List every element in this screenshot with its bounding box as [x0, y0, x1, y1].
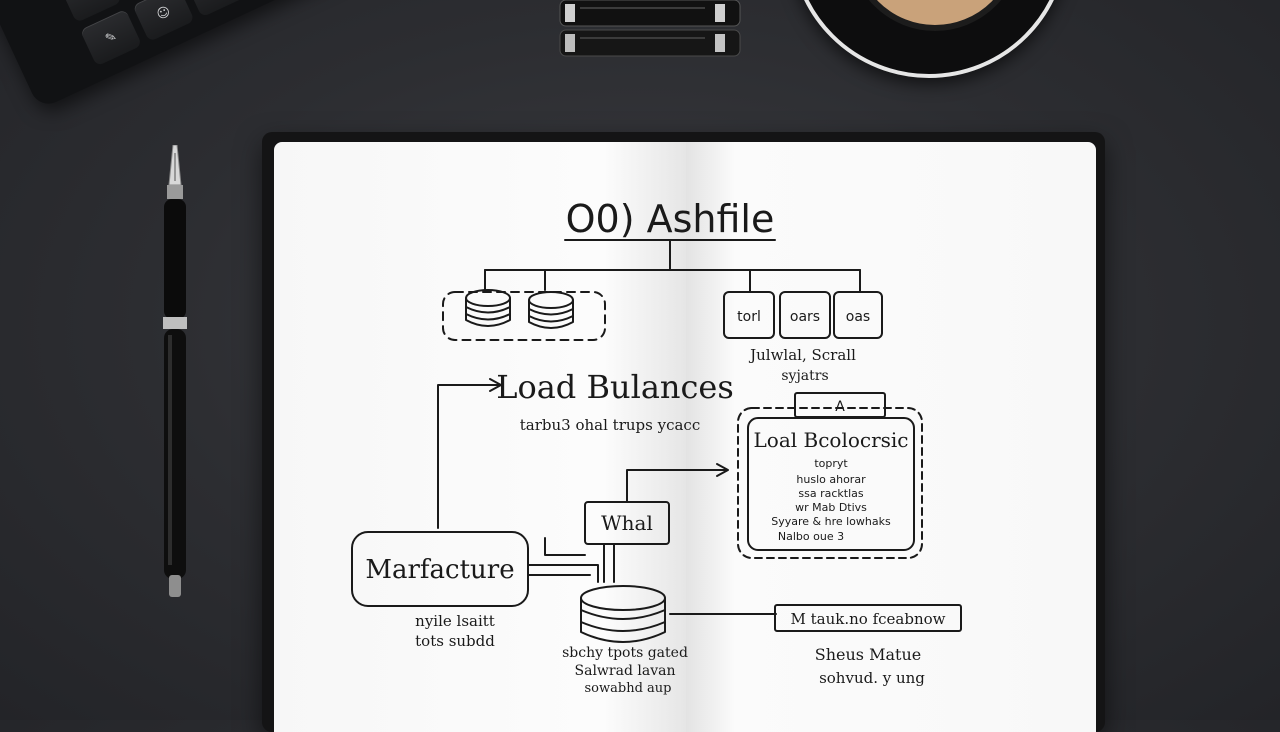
keyboard-key: ☺ — [132, 0, 195, 42]
keyboard: ↵ ⊗ ⌘ ✎ ☺ ⊕ — [0, 0, 403, 110]
notebook-right-page — [686, 142, 1096, 732]
keyboard-key: ⊕ — [185, 0, 248, 18]
fountain-pen — [163, 145, 187, 597]
markers — [559, 0, 741, 57]
notebook-left-page — [274, 142, 686, 732]
keyboard-key: ✎ — [79, 8, 143, 67]
notebook — [262, 132, 1105, 732]
coffee-cup — [790, 0, 1068, 78]
coffee-surface — [849, 0, 1021, 31]
